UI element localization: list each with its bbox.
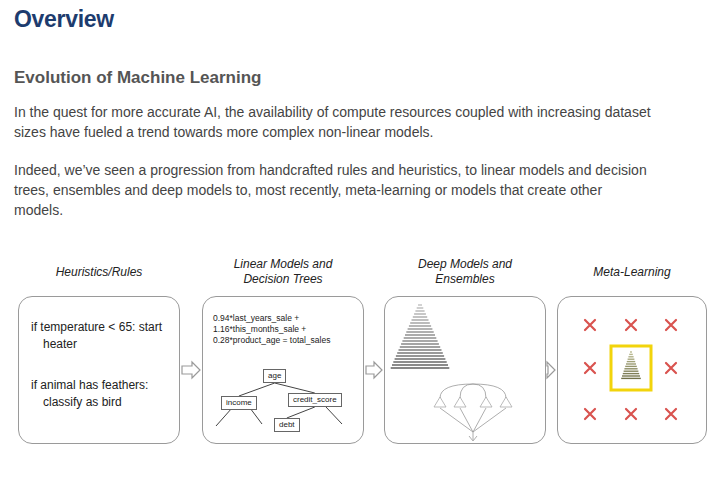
tree-node-box: credit_score [288,393,342,407]
layer-stroke [396,355,444,357]
stage-panel: Linear Models and Decision Trees0.94*las… [202,296,364,444]
rule-text: if temperature < 65: start heater [31,319,183,353]
tree-branch [275,383,315,393]
layer-stroke [406,331,433,333]
x-mark [626,320,636,330]
layer-stroke [624,371,639,372]
layer-stroke [622,375,640,376]
selected-model-box [611,346,651,390]
ensemble-icon [440,384,506,441]
layer-stroke [630,351,632,352]
small-tree [500,397,512,407]
panel-heading-wrap: Meta-Learning [558,253,706,291]
layer-stroke [404,337,437,339]
layer-stroke [623,373,639,374]
panel-heading: Heuristics/Rules [56,265,143,280]
rule-text: if animal has feathers: classify as bird [31,377,188,411]
layer-stroke [402,340,437,342]
paragraph: Indeed, we’ve seen a progression from ha… [14,160,654,220]
panel-heading: Linear Models and Decision Trees [227,257,339,287]
panel-heading: Deep Models and Ensembles [409,257,521,287]
tree-node-box: income [221,396,257,410]
layer-stroke [401,343,439,345]
x-mark [666,320,676,330]
layer-stroke [415,310,424,312]
tree-branch [287,407,315,418]
page-title: Overview [14,6,114,33]
tree-node-box: age [263,369,286,383]
x-mark [585,363,595,373]
stage-panel: Deep Models and Ensembles [384,296,546,444]
tree-node-label: income [226,398,252,407]
deep-network-icon [391,305,450,368]
panel-heading-wrap: Heuristics/Rules [19,253,179,291]
panel-heading-wrap: Linear Models and Decision Trees [203,253,363,291]
stage-panel: Meta-Learning [557,296,707,444]
layer-stroke [408,328,433,330]
x-mark [666,409,676,419]
section-heading: Evolution of Machine Learning [14,68,261,88]
tree-node-box: debt [274,418,300,432]
layer-stroke [412,319,429,321]
layer-stroke [625,366,637,367]
layer-stroke [418,304,422,306]
x-mark [666,363,676,373]
selected-model-icon [621,352,641,378]
layer-stroke [413,316,427,318]
layer-stroke [624,368,637,369]
linear-formula: 0.94*last_years_sale + 1.16*this_months_… [213,313,355,346]
tree-node-label: credit_score [293,395,337,404]
layer-stroke [395,358,446,360]
tree-branch [239,383,275,396]
layer-stroke [399,349,442,351]
paragraph: In the quest for more accurate AI, the a… [14,102,654,142]
layer-stroke [405,334,435,336]
layer-stroke [391,367,450,369]
flow-arrow [182,362,200,378]
x-mark [585,320,595,330]
layer-stroke [627,361,635,362]
small-tree [454,397,466,407]
flow-arrow [366,362,382,378]
layer-stroke [628,359,635,360]
small-tree [434,397,446,407]
layer-stroke [626,363,636,364]
small-tree [480,397,492,407]
panel-heading: Meta-Learning [593,265,670,280]
layer-stroke [393,361,446,363]
layer-stroke [397,352,443,354]
layer-stroke [400,346,440,348]
stage-panel: Heuristics/Rulesif temperature < 65: sta… [18,296,180,444]
tree-node-label: age [268,371,281,380]
layer-stroke [417,307,424,309]
rejected-models [585,320,676,419]
layer-stroke [621,378,641,379]
layer-stroke [628,356,633,357]
layer-stroke [410,322,430,324]
x-mark [585,409,595,419]
panel-heading-wrap: Deep Models and Ensembles [385,253,545,291]
layer-stroke [414,313,426,315]
layer-stroke [392,364,448,366]
layer-stroke [409,325,431,327]
layer-stroke [629,354,633,355]
x-mark [626,409,636,419]
ensemble-trees [434,397,512,407]
tree-node-label: debt [279,420,295,429]
flow-arrow [547,362,555,378]
